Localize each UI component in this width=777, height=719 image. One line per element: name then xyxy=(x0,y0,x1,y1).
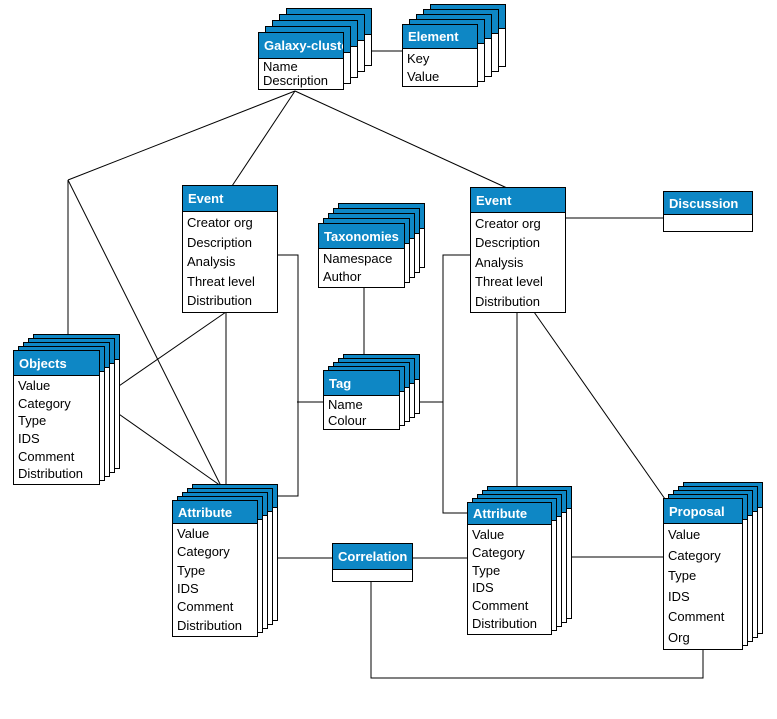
connector-galaxy-cluster_to_event-right xyxy=(294,90,508,189)
entity-correlation: Correlation xyxy=(332,543,413,582)
connector-event-right_to_proposal xyxy=(533,311,666,500)
field-threat-level: Threat level xyxy=(187,273,255,289)
entity-title-correlation: Correlation xyxy=(333,544,412,570)
field-distribution: Distribution xyxy=(472,616,538,632)
field-value: Value xyxy=(472,527,505,542)
entity-title-event-right: Event xyxy=(471,188,565,213)
entity-title-discussion: Discussion xyxy=(664,192,752,215)
field-type: Type xyxy=(177,562,206,578)
entity-title-tag: Tag xyxy=(324,371,399,396)
field-comment: Comment xyxy=(18,448,75,464)
field-ids: IDS xyxy=(472,580,494,596)
field-name: Name xyxy=(328,397,363,412)
field-distribution: Distribution xyxy=(18,466,84,482)
field-type: Type xyxy=(18,413,47,429)
field-ids: IDS xyxy=(668,588,690,604)
field-org: Org xyxy=(668,629,690,645)
connector-galaxy-cluster_to_junction xyxy=(67,90,296,181)
entity-galaxy-cluster: Galaxy-clusterNameDescription xyxy=(258,32,344,90)
field-ids: IDS xyxy=(18,431,40,447)
entity-title-objects: Objects xyxy=(14,351,99,376)
field-analysis: Analysis xyxy=(187,254,236,270)
field-description: Description xyxy=(263,74,329,88)
field-colour: Colour xyxy=(328,412,367,428)
field-description: Description xyxy=(187,234,253,250)
field-creator-org: Creator org xyxy=(475,216,541,231)
field-category: Category xyxy=(177,544,230,560)
field-value: Value xyxy=(407,68,440,84)
entity-discussion: Discussion xyxy=(663,191,753,232)
field-namespace: Namespace xyxy=(323,251,393,266)
field-author: Author xyxy=(323,269,362,284)
field-distribution: Distribution xyxy=(177,617,243,633)
field-comment: Comment xyxy=(177,599,234,615)
field-comment: Comment xyxy=(472,598,529,614)
connector-objects_to_attribute-left xyxy=(115,411,222,487)
field-value: Value xyxy=(177,526,210,541)
field-key: Key xyxy=(407,51,430,66)
connector-junction_to_attribute-left xyxy=(67,179,222,487)
field-ids: IDS xyxy=(177,580,199,596)
field-description: Description xyxy=(475,235,541,251)
field-threat-level: Threat level xyxy=(475,274,543,290)
connector-objects_to_event-left xyxy=(115,311,227,389)
entity-title-attribute-right: Attribute xyxy=(468,503,551,525)
entity-title-taxonomies: Taxonomies xyxy=(319,224,404,249)
entity-title-attribute-left: Attribute xyxy=(173,501,257,524)
field-analysis: Analysis xyxy=(475,254,524,270)
field-type: Type xyxy=(668,568,697,583)
field-category: Category xyxy=(668,547,721,563)
connector-galaxy-cluster_to_event-left xyxy=(231,90,296,187)
field-distribution: Distribution xyxy=(475,293,541,309)
entity-title-element: Element xyxy=(403,25,477,49)
connector-correlation_to_proposal xyxy=(370,581,704,679)
field-comment: Comment xyxy=(668,609,725,624)
field-name: Name xyxy=(263,60,298,74)
entity-title-event-left: Event xyxy=(183,186,277,212)
field-value: Value xyxy=(18,378,51,393)
field-type: Type xyxy=(472,562,501,578)
entity-title-proposal: Proposal xyxy=(664,499,742,524)
field-category: Category xyxy=(18,395,71,411)
entity-title-galaxy-cluster: Galaxy-cluster xyxy=(259,33,343,59)
connector-event-right_to_attribute-right-left-side xyxy=(442,254,471,514)
field-distribution: Distribution xyxy=(187,293,253,309)
field-creator-org: Creator org xyxy=(187,215,253,230)
field-category: Category xyxy=(472,544,525,560)
field-value: Value xyxy=(668,527,701,542)
